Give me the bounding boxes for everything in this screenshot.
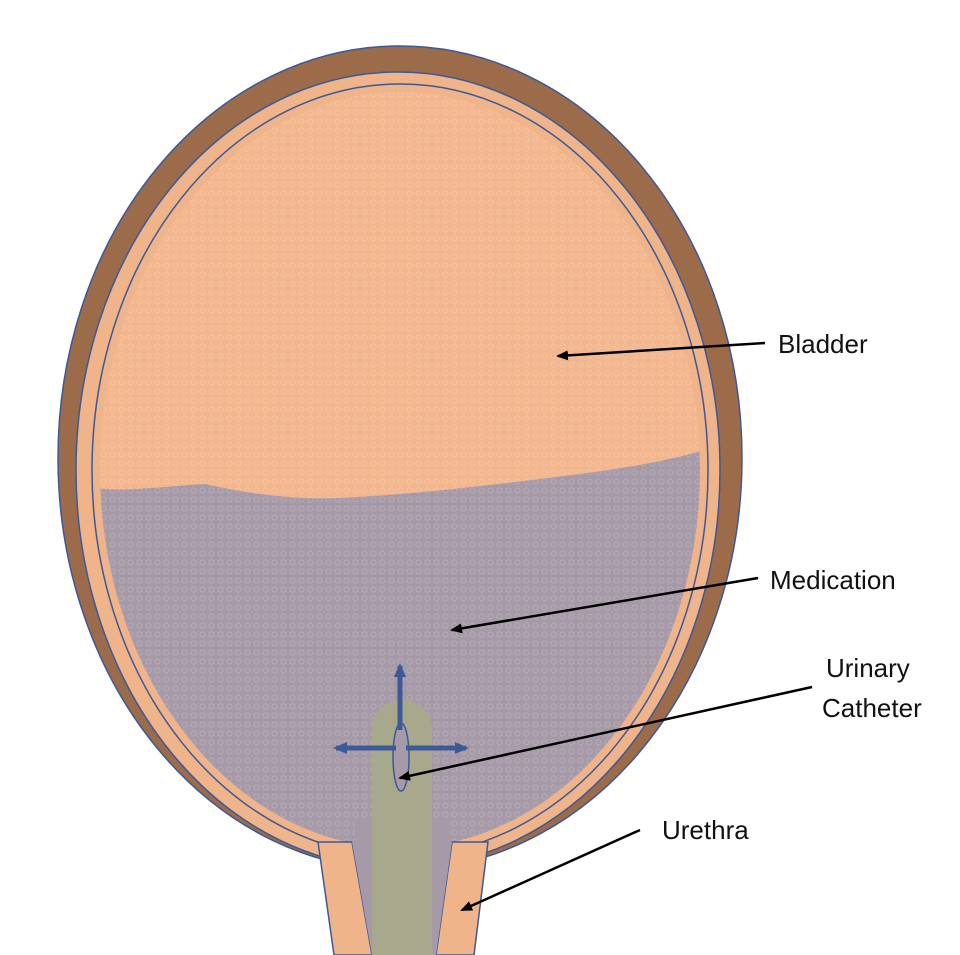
medication-pointer bbox=[450, 576, 759, 634]
catheter-eyelet bbox=[392, 722, 410, 792]
pointer-arrows bbox=[398, 341, 813, 912]
urethra-left-wall bbox=[317, 841, 373, 955]
flow-arrows bbox=[333, 663, 469, 754]
label-bladder: Bladder bbox=[778, 329, 868, 359]
label-catheter-line1: Urinary bbox=[826, 653, 910, 683]
urinary-catheter bbox=[372, 700, 432, 955]
label-medication: Medication bbox=[770, 565, 896, 595]
label-urethra: Urethra bbox=[662, 815, 749, 845]
bladder-pointer bbox=[556, 341, 766, 361]
catheter-pointer bbox=[398, 685, 813, 781]
label-catheter-line2: Catheter bbox=[822, 693, 922, 723]
urethra-right-wall bbox=[435, 841, 489, 955]
urethra-pointer bbox=[460, 828, 641, 912]
